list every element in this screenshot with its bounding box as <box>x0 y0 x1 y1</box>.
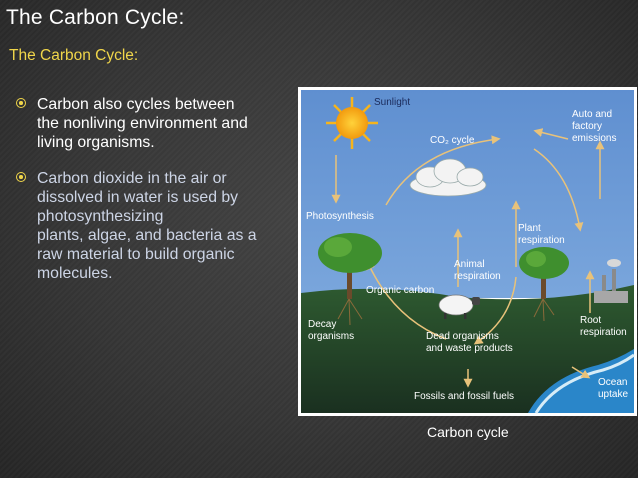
bullet-item: Carbon dioxide in the air or dissolved i… <box>10 169 295 283</box>
label-fossils: Fossils and fossil fuels <box>414 391 514 402</box>
label-root-respiration: Root respiration <box>580 315 627 338</box>
label-plant-respiration: Plant respiration <box>518 223 565 246</box>
figure-caption: Carbon cycle <box>427 424 509 440</box>
slide-subtitle: The Carbon Cycle: <box>9 47 139 64</box>
tree-icon <box>318 233 382 299</box>
label-animal-respiration: Animal respiration <box>454 259 501 282</box>
label-sunlight: Sunlight <box>374 97 410 108</box>
ocean <box>528 349 634 413</box>
label-ocean-uptake: Ocean uptake <box>598 377 630 400</box>
sun-icon <box>326 97 378 149</box>
bullet-text: Carbon dioxide in the air or dissolved i… <box>37 170 257 282</box>
label-organic-carbon: Organic carbon <box>366 285 434 296</box>
ocean-wave <box>534 353 635 414</box>
bullet-icon <box>16 172 26 182</box>
bullet-list: Carbon also cycles between the nonliving… <box>10 95 295 300</box>
cloud-icon <box>409 158 487 197</box>
factory-icon <box>594 259 628 303</box>
label-decay-organisms: Decay organisms <box>308 319 354 342</box>
bullet-item: Carbon also cycles between the nonliving… <box>10 95 295 152</box>
carbon-cycle-diagram: Sunlight CO₂ cycle Auto and factory emis… <box>298 87 637 416</box>
label-co2-cycle: CO₂ cycle <box>430 135 475 146</box>
label-photosynthesis: Photosynthesis <box>306 211 374 222</box>
cycle-arrows <box>331 128 605 388</box>
slide-title: The Carbon Cycle: <box>6 6 185 29</box>
bullet-icon <box>16 98 26 108</box>
label-auto-factory: Auto and factory emissions <box>572 109 616 144</box>
sheep-icon <box>438 294 480 319</box>
tree-icon <box>519 247 569 299</box>
ground <box>301 285 634 413</box>
roots <box>337 298 555 326</box>
bullet-text: Carbon also cycles between the nonliving… <box>37 96 248 151</box>
label-dead-organisms: Dead organisms and waste products <box>426 331 513 354</box>
